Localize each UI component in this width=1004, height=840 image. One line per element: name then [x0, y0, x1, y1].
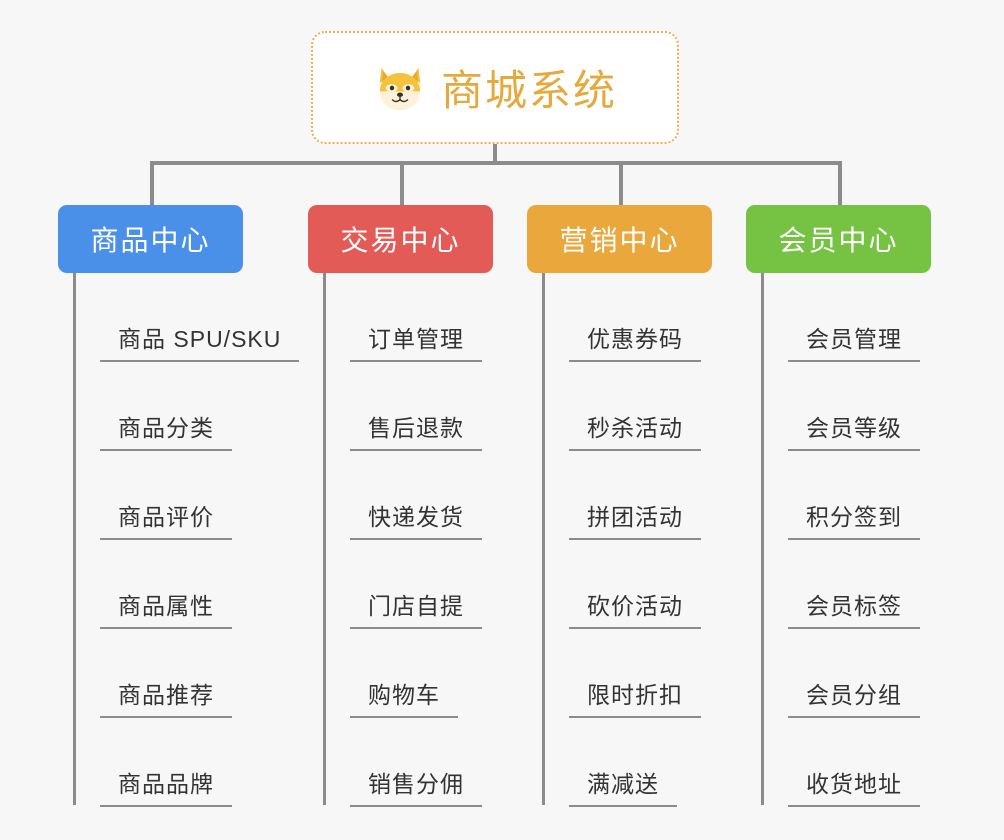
leaf-underline: 优惠券码 [569, 320, 701, 362]
leaf-label: 砍价活动 [587, 593, 683, 619]
leaf-underline: 积分签到 [788, 498, 920, 540]
leaf-label: 秒杀活动 [587, 415, 683, 441]
leaf-item[interactable]: 秒杀活动 [542, 362, 701, 451]
leaf-label: 积分签到 [806, 504, 902, 530]
root-title: 商城系统 [440, 67, 617, 114]
leaf-label: 商品评价 [118, 504, 214, 530]
leaf-item[interactable]: 收货地址 [761, 718, 920, 807]
leaf-label: 满减送 [587, 771, 659, 797]
leaf-label: 订单管理 [368, 326, 464, 352]
leaf-label: 购物车 [368, 682, 440, 708]
connector-drop-product-center [150, 161, 154, 205]
category-label-member-center: 会员中心 [778, 225, 899, 256]
column-trunk-trade-center [323, 273, 326, 805]
leaf-label: 限时折扣 [587, 682, 683, 708]
category-box-trade-center[interactable]: 交易中心 [308, 205, 493, 273]
column-member-center: 会员管理会员等级积分签到会员标签会员分组收货地址 [761, 273, 920, 807]
leaf-underline: 拼团活动 [569, 498, 701, 540]
column-product-center: 商品 SPU/SKU 商品分类商品评价商品属性商品推荐商品品牌 [73, 273, 300, 807]
column-trunk-product-center [73, 273, 76, 805]
leaf-item[interactable]: 会员管理 [761, 273, 920, 362]
leaf-item[interactable]: 优惠券码 [542, 273, 701, 362]
leaf-label: 会员标签 [806, 593, 902, 619]
leaf-underline: 商品品牌 [100, 765, 232, 807]
connector-drop-marketing-center [619, 161, 623, 205]
leaf-label: 收货地址 [806, 771, 902, 797]
leaf-label: 会员分组 [806, 682, 902, 708]
leaf-item[interactable]: 商品评价 [73, 451, 299, 540]
leaf-label: 商品品牌 [118, 771, 214, 797]
leaf-item[interactable]: 售后退款 [323, 362, 482, 451]
leaf-underline: 商品分类 [100, 409, 232, 451]
leaf-item[interactable]: 会员标签 [761, 540, 920, 629]
leaf-label: 销售分佣 [368, 771, 464, 797]
leaf-item[interactable]: 限时折扣 [542, 629, 701, 718]
leaf-item[interactable]: 会员分组 [761, 629, 920, 718]
column-trade-center: 订单管理售后退款快递发货门店自提购物车销售分佣 [323, 273, 482, 807]
leaf-underline: 会员分组 [788, 676, 920, 718]
leaf-underline: 限时折扣 [569, 676, 701, 718]
leaf-label: 商品推荐 [118, 682, 214, 708]
leaf-item[interactable]: 积分签到 [761, 451, 920, 540]
leaf-label: 会员管理 [806, 326, 902, 352]
leaf-label: 快递发货 [368, 504, 464, 530]
leaf-underline: 购物车 [350, 676, 458, 718]
leaf-underline: 快递发货 [350, 498, 482, 540]
leaf-underline: 会员等级 [788, 409, 920, 451]
leaf-item[interactable]: 商品属性 [73, 540, 299, 629]
leaf-underline: 砍价活动 [569, 587, 701, 629]
leaf-label: 会员等级 [806, 415, 902, 441]
leaf-label: 优惠券码 [587, 326, 683, 352]
leaf-underline: 销售分佣 [350, 765, 482, 807]
leaf-label: 拼团活动 [587, 504, 683, 530]
leaf-label: 售后退款 [368, 415, 464, 441]
leaf-item[interactable]: 会员等级 [761, 362, 920, 451]
leaf-underline: 收货地址 [788, 765, 920, 807]
category-label-trade-center: 交易中心 [340, 225, 461, 256]
leaf-item[interactable]: 订单管理 [323, 273, 482, 362]
leaf-underline: 会员标签 [788, 587, 920, 629]
leaf-item[interactable]: 满减送 [542, 718, 701, 807]
connector-root-stem [493, 144, 497, 165]
leaf-label: 商品 SPU/SKU [118, 326, 282, 352]
category-box-product-center[interactable]: 商品中心 [58, 205, 243, 273]
leaf-item[interactable]: 门店自提 [323, 540, 482, 629]
leaf-item[interactable]: 商品品牌 [73, 718, 299, 807]
leaf-underline: 满减送 [569, 765, 677, 807]
leaf-item[interactable]: 商品推荐 [73, 629, 299, 718]
leaf-label: 商品分类 [118, 415, 214, 441]
connector-horizontal-bus [150, 161, 840, 165]
leaf-underline: 会员管理 [788, 320, 920, 362]
leaf-underline: 售后退款 [350, 409, 482, 451]
category-box-member-center[interactable]: 会员中心 [746, 205, 931, 273]
leaf-label: 商品属性 [118, 593, 214, 619]
leaf-item[interactable]: 购物车 [323, 629, 482, 718]
leaf-underline: 门店自提 [350, 587, 482, 629]
leaf-item[interactable]: 快递发货 [323, 451, 482, 540]
category-box-marketing-center[interactable]: 营销中心 [527, 205, 712, 273]
connector-drop-trade-center [400, 161, 404, 205]
leaf-underline: 商品属性 [100, 587, 232, 629]
leaf-item[interactable]: 商品 SPU/SKU [73, 273, 300, 362]
leaf-underline: 商品 SPU/SKU [100, 320, 300, 362]
leaf-label: 门店自提 [368, 593, 464, 619]
leaf-underline: 商品推荐 [100, 676, 232, 718]
leaf-item[interactable]: 销售分佣 [323, 718, 482, 807]
connector-drop-member-center [838, 161, 842, 205]
leaf-underline: 秒杀活动 [569, 409, 701, 451]
column-trunk-member-center [761, 273, 764, 805]
leaf-item[interactable]: 砍价活动 [542, 540, 701, 629]
shiba-dog-face-icon [373, 61, 427, 115]
column-marketing-center: 优惠券码秒杀活动拼团活动砍价活动限时折扣满减送 [542, 273, 701, 807]
root-node[interactable]: 商城系统 [311, 31, 679, 144]
leaf-item[interactable]: 拼团活动 [542, 451, 701, 540]
category-label-marketing-center: 营销中心 [559, 225, 680, 256]
column-trunk-marketing-center [542, 273, 545, 805]
leaf-underline: 订单管理 [350, 320, 482, 362]
leaf-item[interactable]: 商品分类 [73, 362, 299, 451]
leaf-underline: 商品评价 [100, 498, 232, 540]
category-label-product-center: 商品中心 [90, 225, 211, 256]
